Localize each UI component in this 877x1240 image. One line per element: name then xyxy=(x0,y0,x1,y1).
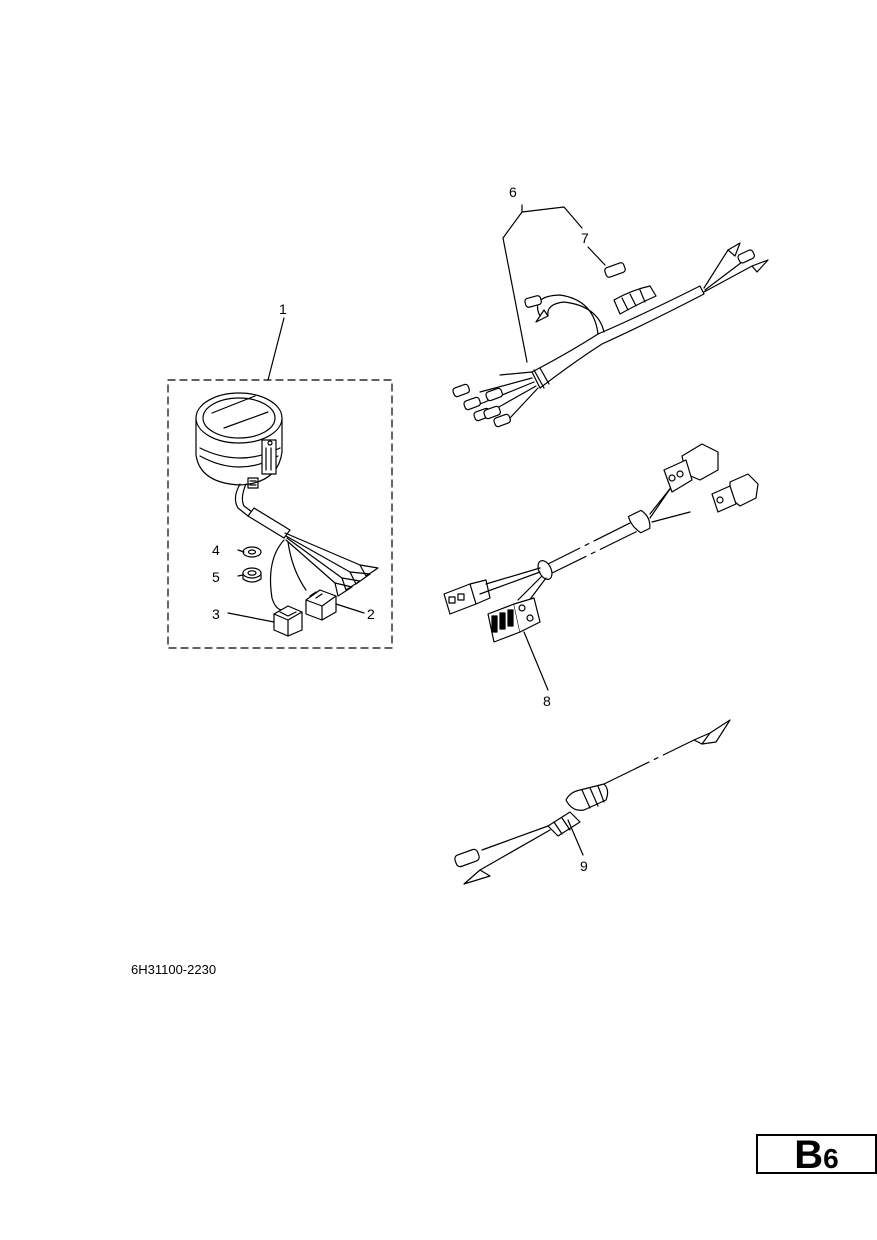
part-1-gauge-assembly xyxy=(167,317,393,649)
leader-line-8 xyxy=(523,631,549,691)
callout-2: 2 xyxy=(367,606,375,622)
callout-4: 4 xyxy=(212,542,220,558)
fuse-cap-7 xyxy=(604,262,626,278)
callout-7: 7 xyxy=(581,230,589,246)
connector-2 xyxy=(305,589,337,621)
nut-5 xyxy=(242,567,262,583)
part-9-sensor xyxy=(454,719,731,885)
connector-right xyxy=(711,473,759,513)
callout-8: 8 xyxy=(543,693,551,709)
connector-left xyxy=(443,579,491,615)
connector-8 xyxy=(487,597,541,643)
leader-line-7 xyxy=(587,246,606,266)
callout-9: 9 xyxy=(580,858,588,874)
connector-upper-right xyxy=(663,443,719,493)
leader-line-5 xyxy=(237,574,244,577)
page-tag-letter: B xyxy=(794,1133,824,1177)
gauge-meter xyxy=(195,392,283,489)
callout-3: 3 xyxy=(212,606,220,622)
page-tag: B 6 xyxy=(756,1133,877,1177)
leader-line-3 xyxy=(227,612,275,623)
page-tag-number: 6 xyxy=(823,1143,839,1174)
leader-line-1 xyxy=(267,317,285,381)
callout-5: 5 xyxy=(212,569,220,585)
diagram-part-number: 6H31100-2230 xyxy=(131,962,217,977)
callout-1: 1 xyxy=(279,301,287,317)
part-6-harness xyxy=(452,204,769,428)
leader-line-6 xyxy=(502,204,583,363)
callout-labels: 1 2 3 4 5 6 7 8 9 xyxy=(212,184,589,874)
assembly-dashed-box xyxy=(167,379,393,649)
part-8-lead-wire xyxy=(443,443,759,691)
connector-3 xyxy=(273,605,303,637)
leader-line-2 xyxy=(335,603,365,614)
washer-4 xyxy=(242,546,262,558)
gauge-cable xyxy=(234,483,379,611)
leader-line-9 xyxy=(567,819,584,856)
callout-6: 6 xyxy=(509,184,517,200)
leader-line-4 xyxy=(237,549,245,553)
fuse-holder xyxy=(613,285,657,315)
